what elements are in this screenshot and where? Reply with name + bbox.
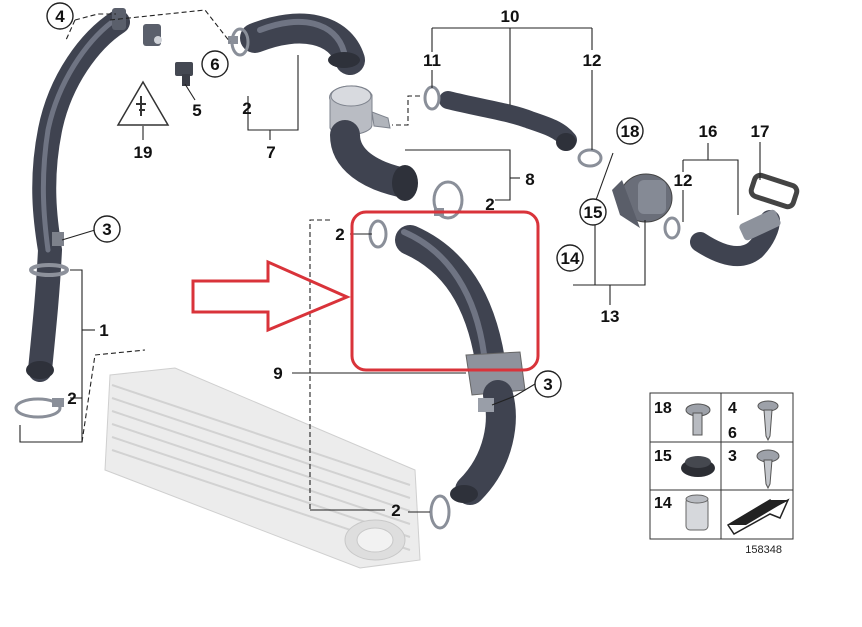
callout-2-left: 2 — [67, 389, 76, 408]
callout-2-hose9-top: 2 — [335, 225, 344, 244]
clamp-lower-left — [14, 397, 64, 419]
screw-4-6-icon — [757, 400, 779, 442]
screw-3-icon — [756, 449, 780, 490]
hose-9 — [395, 225, 526, 505]
clamp-11 — [423, 85, 441, 111]
sleeve-14-icon — [685, 494, 709, 531]
kit-label-3: 3 — [728, 448, 737, 465]
clamp-12a — [577, 148, 603, 168]
callout-9: 9 — [273, 364, 282, 383]
callout-1: 1 — [99, 321, 108, 340]
kit-label-4: 4 — [728, 400, 737, 417]
clamp-hose-7 — [228, 27, 250, 57]
kit-label-15: 15 — [654, 448, 672, 465]
hose-1 — [26, 8, 130, 382]
callout-11: 11 — [423, 51, 441, 70]
hose-7 — [240, 13, 365, 75]
callout-7: 7 — [266, 143, 275, 162]
hose-16 — [690, 209, 781, 267]
callout-circles — [46, 2, 644, 398]
callout-2-hose9-bottom: 2 — [391, 501, 400, 520]
callout-10: 10 — [501, 7, 520, 26]
hardware-kit-grid: 18 4 6 15 3 14 — [649, 392, 794, 540]
kit-label-14: 14 — [654, 495, 672, 512]
callout-4: 4 — [55, 7, 65, 26]
callout-17: 17 — [751, 122, 770, 141]
callout-19: 19 — [134, 143, 153, 162]
clamp-hose-9-bottom — [429, 494, 451, 530]
callout-6: 6 — [210, 55, 219, 74]
bolt-18-icon — [685, 403, 711, 436]
callout-5: 5 — [192, 101, 201, 120]
callout-16: 16 — [699, 122, 718, 141]
callout-8: 8 — [525, 170, 534, 189]
callout-15: 15 — [584, 203, 603, 222]
callout-2-hose8: 2 — [485, 195, 494, 214]
kit-label-6: 6 — [728, 425, 737, 442]
leader-lines — [19, 9, 761, 513]
grommet-15-icon — [681, 456, 715, 477]
highlight-box — [350, 210, 540, 372]
hose-10 — [439, 91, 577, 151]
clamp-hose-9-top — [368, 219, 388, 249]
highlight-arrow — [191, 259, 351, 333]
diagram-reference-number: 158348 — [745, 544, 782, 556]
callout-3-right: 3 — [543, 375, 552, 394]
clamp-12b — [663, 216, 681, 240]
valve-13 — [612, 173, 673, 228]
gasket-17 — [748, 172, 800, 210]
kit-label-18: 18 — [654, 400, 672, 417]
callout-12-top: 12 — [583, 51, 602, 70]
hose-8 — [330, 120, 418, 201]
clamp-hose-1 — [29, 232, 69, 277]
callout-14: 14 — [561, 249, 580, 268]
sensor-4 — [143, 24, 162, 46]
callout-3-left: 3 — [102, 220, 111, 239]
generic-part-arrow-icon — [726, 498, 790, 535]
warning-symbol-19 — [116, 80, 170, 126]
callout-2-hose7: 2 — [242, 99, 251, 118]
callout-18: 18 — [621, 122, 640, 141]
callout-13: 13 — [601, 307, 620, 326]
intercooler — [104, 367, 421, 569]
sensor-5-6 — [175, 62, 193, 86]
callout-12-right: 12 — [674, 171, 693, 190]
